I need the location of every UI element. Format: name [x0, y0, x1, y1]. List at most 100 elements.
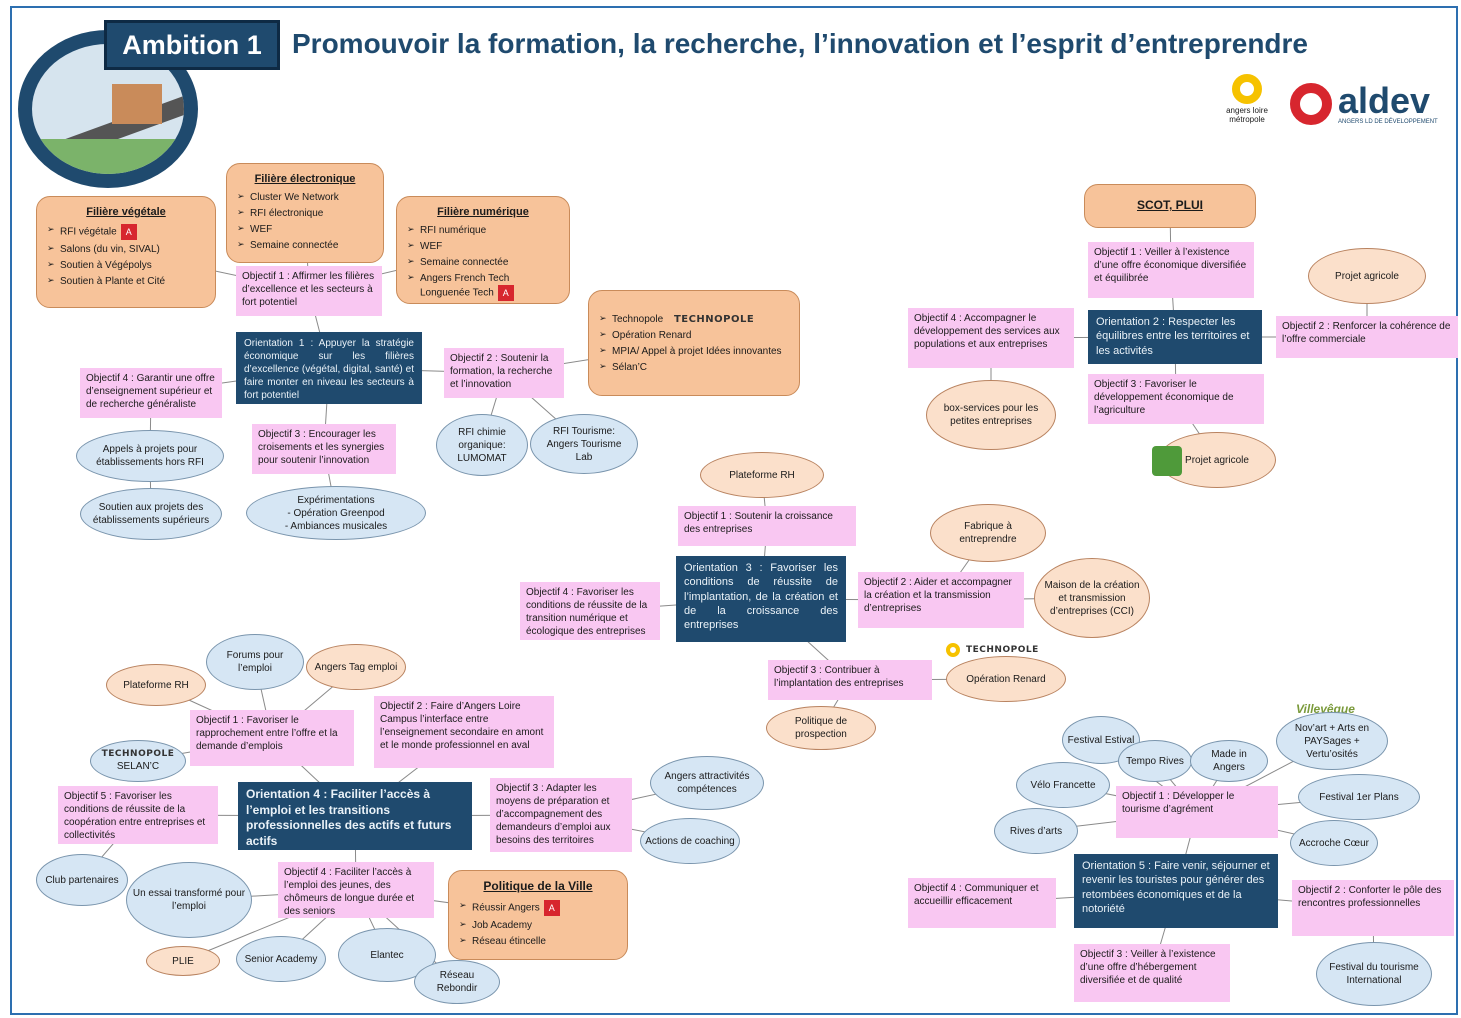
list-item: Salons (du vin, SIVAL) — [47, 243, 205, 256]
filiere-electronique-title: Filière électronique — [254, 173, 356, 185]
o5-objectif-1: Objectif 1 : Développer le tourisme d’ag… — [1116, 786, 1278, 838]
o2-objectif-1: Objectif 1 : Veiller à l’existence d’une… — [1088, 242, 1254, 298]
angers-attractivites-ellipse: Angers attractivités compétences — [650, 756, 764, 810]
o4-objectif-3: Objectif 3 : Adapter les moyens de prépa… — [490, 778, 632, 852]
angers-logo-icon: A — [497, 285, 514, 302]
politique-prospection-ellipse: Politique de prospection — [766, 706, 876, 750]
technopole-box: Technopole TECHNOPOLE Opération Renard M… — [588, 290, 800, 396]
orientation-5: Orientation 5 : Faire venir, séjourner e… — [1074, 854, 1278, 928]
festival-1er-plans-ellipse: Festival 1er Plans — [1298, 774, 1420, 820]
orientation-2: Orientation 2 : Respecter les équilibres… — [1088, 310, 1262, 364]
un-essai-ellipse: Un essai transformé pour l’emploi — [126, 862, 252, 938]
header-illustration — [18, 30, 198, 188]
o5-objectif-3: Objectif 3 : Veiller à l’existence d’une… — [1074, 944, 1230, 1002]
exp-item: - Ambiances musicales — [284, 520, 388, 532]
technopole-list: Technopole TECHNOPOLE Opération Renard M… — [599, 313, 789, 374]
list-item: RFI électronique — [237, 207, 373, 220]
list-item: Semaine connectée — [237, 239, 373, 252]
o5-objectif-2: Objectif 2 : Conforter le pôle des renco… — [1292, 880, 1454, 936]
experimentations-ellipse: Expérimentations - Opération Greenpod - … — [246, 486, 426, 540]
orientation-4: Orientation 4 : Faciliter l’accès à l’em… — [238, 782, 472, 850]
made-in-angers-ellipse: Made in Angers — [1190, 740, 1268, 782]
filiere-numerique-list: RFI numérique WEF Semaine connectée Ange… — [407, 224, 559, 302]
club-partenaires-ellipse: Club partenaires — [36, 854, 128, 906]
selanc-ellipse: TECHNOPOLE SELAN’C — [90, 740, 186, 782]
maison-creation-ellipse: Maison de la création et transmission d’… — [1034, 558, 1150, 638]
list-item: Sélan’C — [599, 361, 789, 374]
reseau-rebondir-ellipse: Réseau Rebondir — [414, 960, 500, 1004]
agriculture-logo-icon — [1152, 446, 1182, 476]
plateforme-rh-top-ellipse: Plateforme RH — [700, 452, 824, 498]
list-item: WEF — [407, 240, 559, 253]
politique-ville-title: Politique de la Ville — [483, 879, 593, 893]
o3-objectif-3: Objectif 3 : Contribuer à l’implantation… — [768, 660, 932, 700]
scot-plui-box: SCOT, PLUI — [1084, 184, 1256, 228]
list-item: Réseau étincelle — [459, 935, 617, 948]
page-title: Promouvoir la formation, la recherche, l… — [292, 28, 1308, 59]
filiere-numerique-box: Filière numérique RFI numérique WEF Sema… — [396, 196, 570, 304]
operation-renard-ellipse: Opération Renard — [946, 656, 1066, 702]
filiere-numerique-title: Filière numérique — [437, 206, 529, 218]
novart-ellipse: Nov’art + Arts en PAYSages + Vertu’osité… — [1276, 712, 1388, 770]
o2-objectif-2: Objectif 2 : Renforcer la cohérence de l… — [1276, 316, 1458, 358]
o5-objectif-4: Objectif 4 : Communiquer et accueillir e… — [908, 878, 1056, 928]
page-frame — [10, 6, 1458, 1015]
rfi-chimie-ellipse: RFI chimie organique: LUMOMAT — [436, 414, 528, 476]
senior-academy-ellipse: Senior Academy — [236, 936, 326, 982]
angers-logo-icon: A — [543, 899, 560, 916]
projet-agricole-top-ellipse: Projet agricole — [1308, 248, 1426, 304]
ambition-badge: Ambition 1 — [104, 20, 280, 70]
list-item: Soutien à Plante et Cité — [47, 275, 205, 288]
plie-ellipse: PLIE — [146, 946, 220, 976]
exp-item: - Opération Greenpod — [287, 507, 385, 519]
festival-tourisme-ellipse: Festival du tourisme International — [1316, 942, 1432, 1006]
list-item: MPIA/ Appel à projet Idées innovantes — [599, 345, 789, 358]
angers-tag-ellipse: Angers Tag emploi — [306, 644, 406, 690]
o4-objectif-4: Objectif 4 : Faciliter l’accès à l’emplo… — [278, 862, 434, 918]
o4-objectif-5: Objectif 5 : Favoriser les conditions de… — [58, 786, 218, 844]
velo-francette-ellipse: Vélo Francette — [1016, 762, 1110, 808]
actions-coaching-ellipse: Actions de coaching — [640, 818, 740, 864]
o1-objectif-4: Objectif 4 : Garantir une offre d’enseig… — [80, 368, 222, 418]
plateforme-rh-ellipse: Plateforme RH — [106, 664, 206, 706]
angers-loire-metropole-logo: angers loire métropole — [1214, 66, 1280, 132]
list-item: Job Academy — [459, 919, 617, 932]
tempo-rives-ellipse: Tempo Rives — [1118, 740, 1192, 782]
o3-objectif-2: Objectif 2 : Aider et accompagner la cré… — [858, 572, 1024, 628]
angers-logo-icon: A — [120, 224, 137, 241]
filiere-electronique-list: Cluster We Network RFI électronique WEF … — [237, 191, 373, 252]
fabrique-ellipse: Fabrique à entreprendre — [930, 504, 1046, 562]
accroche-coeur-ellipse: Accroche Cœur — [1290, 820, 1378, 866]
o1-objectif-1: Objectif 1 : Affirmer les filières d’exc… — [236, 266, 382, 316]
forums-emploi-ellipse: Forums pour l’emploi — [206, 634, 304, 690]
list-item: Technopole TECHNOPOLE — [599, 313, 789, 326]
o2-objectif-4: Objectif 4 : Accompagner le développemen… — [908, 308, 1074, 368]
o4-objectif-1: Objectif 1 : Favoriser le rapprochement … — [190, 710, 354, 766]
o2-objectif-3: Objectif 3 : Favoriser le développement … — [1088, 374, 1264, 424]
filiere-vegetale-title: Filière végétale — [86, 206, 166, 218]
rfi-tourisme-ellipse: RFI Tourisme: Angers Tourisme Lab — [530, 414, 638, 474]
o4-objectif-2: Objectif 2 : Faire d’Angers Loire Campus… — [374, 696, 554, 768]
aldev-logo: aldev ANGERS LD DE DÉVELOPPEMENT — [1290, 74, 1456, 134]
list-item: RFI numérique — [407, 224, 559, 237]
box-services-ellipse: box-services pour les petites entreprise… — [926, 380, 1056, 450]
o1-objectif-3: Objectif 3 : Encourager les croisements … — [252, 424, 396, 474]
appels-projets-ellipse: Appels à projets pour établissements hor… — [76, 430, 224, 482]
o3-objectif-1: Objectif 1 : Soutenir la croissance des … — [678, 506, 856, 546]
o1-objectif-2: Objectif 2 : Soutenir la formation, la r… — [444, 348, 564, 398]
filiere-electronique-box: Filière électronique Cluster We Network … — [226, 163, 384, 263]
list-item: WEF — [237, 223, 373, 236]
orientation-1: Orientation 1 : Appuyer la stratégie éco… — [236, 332, 422, 404]
orientation-3: Orientation 3 : Favoriser les conditions… — [676, 556, 846, 642]
list-item: Soutien à Végépolys — [47, 259, 205, 272]
technopole-logo: TECHNOPOLE — [946, 640, 1056, 660]
list-item: Opération Renard — [599, 329, 789, 342]
